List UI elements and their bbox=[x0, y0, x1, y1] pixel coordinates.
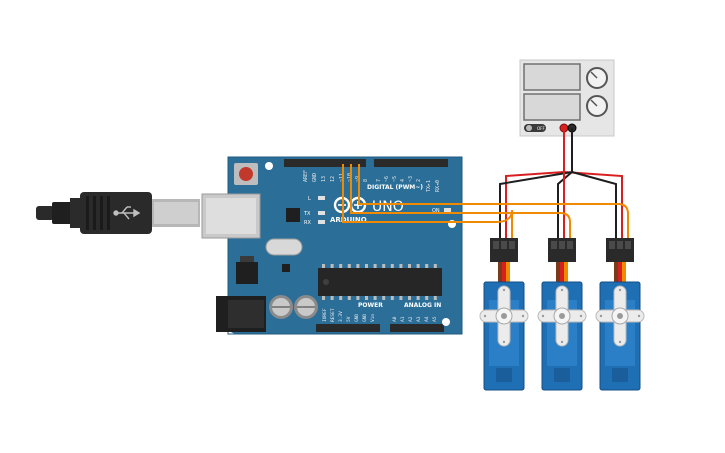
svg-text:5V: 5V bbox=[346, 316, 352, 322]
status-leds bbox=[318, 196, 451, 224]
signal-wire-servo-1[interactable] bbox=[342, 164, 513, 238]
power-analog-header[interactable] bbox=[316, 324, 444, 332]
voltage-display bbox=[523, 63, 581, 91]
svg-text:7: 7 bbox=[376, 179, 382, 182]
led-l-label: L bbox=[308, 196, 311, 202]
svg-text:GND: GND bbox=[354, 314, 360, 322]
svg-text:RESET: RESET bbox=[330, 308, 336, 322]
power-switch[interactable]: OFF bbox=[524, 124, 546, 132]
power-wire[interactable] bbox=[563, 171, 623, 238]
ground-wire[interactable] bbox=[571, 171, 617, 238]
led-rx-label: RX bbox=[304, 220, 311, 226]
signal-wire-servo-2[interactable] bbox=[350, 164, 571, 238]
reset-button[interactable] bbox=[234, 163, 258, 185]
digital-header-label: DIGITAL (PWM~) bbox=[367, 184, 423, 191]
capacitors bbox=[269, 295, 318, 319]
power-analog-pin-labels: IOREF RESET 3.3V 5V GND GND Vin A0 A1 A2… bbox=[322, 308, 438, 322]
servo-1[interactable] bbox=[479, 238, 529, 391]
power-wire[interactable] bbox=[505, 128, 565, 238]
voltage-regulator bbox=[236, 256, 258, 284]
signal-wire-servo-3[interactable] bbox=[358, 164, 629, 238]
voltage-knob[interactable] bbox=[586, 67, 608, 89]
dc-power-jack[interactable] bbox=[216, 296, 266, 332]
ground-wire[interactable] bbox=[499, 128, 573, 238]
digital-pin-header[interactable] bbox=[284, 159, 448, 167]
svg-text:8: 8 bbox=[363, 179, 369, 182]
svg-text:A1: A1 bbox=[400, 316, 406, 322]
current-knob[interactable] bbox=[586, 95, 608, 117]
svg-text:A4: A4 bbox=[424, 316, 430, 322]
power-switch-label: OFF bbox=[537, 126, 545, 131]
svg-text:4: 4 bbox=[400, 179, 406, 182]
svg-text:A0: A0 bbox=[392, 316, 398, 322]
svg-text:TX▸1: TX▸1 bbox=[426, 180, 432, 192]
svg-text:GND: GND bbox=[312, 173, 318, 182]
svg-text:~5: ~5 bbox=[392, 176, 398, 182]
svg-text:12: 12 bbox=[330, 176, 336, 182]
svg-text:GND: GND bbox=[362, 314, 368, 322]
led-tx-label: TX bbox=[303, 211, 311, 217]
svg-text:2: 2 bbox=[416, 179, 422, 182]
svg-text:A5: A5 bbox=[432, 316, 438, 322]
crystal-oscillator bbox=[265, 238, 303, 256]
arduino-uno-board[interactable]: L TX RX ON ARDUINO UNO AREF GND 13 12 ~1… bbox=[201, 156, 463, 335]
svg-text:AREF: AREF bbox=[303, 170, 309, 182]
current-display bbox=[523, 93, 581, 121]
svg-text:~3: ~3 bbox=[408, 176, 414, 182]
analog-header-label: ANALOG IN bbox=[404, 302, 441, 309]
arduino-brand-label: ARDUINO bbox=[330, 216, 367, 224]
servo-3[interactable] bbox=[595, 238, 645, 391]
svg-text:~6: ~6 bbox=[384, 176, 390, 182]
atmega-microcontroller bbox=[318, 264, 442, 300]
led-on-label: ON bbox=[432, 208, 440, 214]
usb-cable[interactable] bbox=[36, 192, 200, 234]
servo-2[interactable] bbox=[537, 238, 587, 391]
svg-text:3.3V: 3.3V bbox=[338, 311, 344, 322]
svg-text:Vin: Vin bbox=[370, 314, 376, 322]
power-header-label: POWER bbox=[358, 302, 383, 309]
svg-text:IOREF: IOREF bbox=[322, 308, 328, 322]
svg-text:13: 13 bbox=[321, 176, 327, 182]
svg-text:A2: A2 bbox=[408, 316, 414, 322]
svg-text:A3: A3 bbox=[416, 316, 422, 322]
ground-wire[interactable] bbox=[557, 171, 573, 238]
wires bbox=[342, 128, 629, 238]
svg-text:RX◂0: RX◂0 bbox=[435, 180, 441, 192]
dc-power-supply[interactable]: OFF bbox=[519, 59, 615, 137]
usb-logo-icon bbox=[113, 206, 141, 220]
